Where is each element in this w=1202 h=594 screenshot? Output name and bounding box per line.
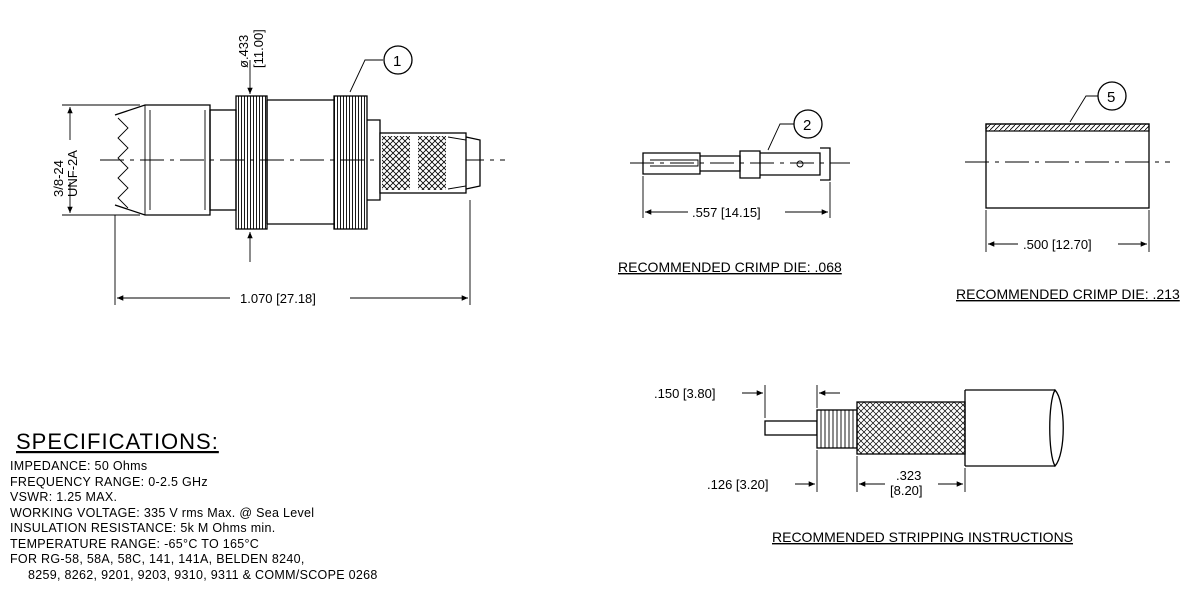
diameter-mm-label: [11.00] [251, 29, 266, 68]
specifications-block: SPECIFICATIONS: IMPEDANCE: 50 Ohms FREQU… [10, 429, 378, 582]
spec-line: IMPEDANCE: 50 Ohms [10, 459, 147, 473]
stripping-view [742, 385, 1064, 492]
balloon-2-label: 2 [803, 117, 811, 134]
spec-line: INSULATION RESISTANCE: 5k M Ohms min. [10, 521, 276, 535]
jacket [964, 389, 1055, 467]
thread-label-2: UNF-2A [65, 150, 80, 197]
spec-line: TEMPERATURE RANGE: -65°C TO 165°C [10, 537, 259, 551]
pin-crimp-barrel [760, 152, 821, 176]
connector-body [266, 99, 334, 225]
spec-line: 8259, 8262, 9201, 9203, 9310, 9311 & COM… [28, 568, 378, 582]
strip-dim-c-mm-label: [8.20] [890, 483, 923, 498]
ferrule-body [985, 123, 1150, 209]
spec-line: WORKING VOLTAGE: 335 V rms Max. @ Sea Le… [10, 506, 314, 520]
knurled-nut [235, 95, 268, 230]
balloon-1 [383, 45, 413, 75]
braid [856, 401, 966, 455]
spec-line: VSWR: 1.25 MAX. [10, 490, 117, 504]
balloon-5-label: 5 [1107, 89, 1115, 106]
strip-dim-b-label: .126 [3.20] [707, 477, 768, 492]
spec-title: SPECIFICATIONS: [16, 429, 219, 454]
balloon-5 [1097, 81, 1127, 111]
pin-crimp-caption: RECOMMENDED CRIMP DIE: .068 [618, 259, 842, 275]
center-conductor [764, 420, 818, 436]
stripping-caption: RECOMMENDED STRIPPING INSTRUCTIONS [772, 529, 1073, 545]
spec-line: FREQUENCY RANGE: 0-2.5 GHz [10, 475, 208, 489]
thread-label-1: 3/8-24 [51, 160, 66, 197]
pin-view [630, 109, 850, 218]
strip-dim-c-label: .323 [896, 468, 921, 483]
balloon-1-label: 1 [393, 53, 401, 70]
ferrule-crimp-caption: RECOMMENDED CRIMP DIE: .213 [956, 286, 1180, 302]
ferrule-view [965, 81, 1170, 252]
balloon-2 [793, 109, 823, 139]
ferrule-wall [985, 123, 1150, 132]
diameter-label: ø.433 [236, 35, 251, 68]
overall-length-label: 1.070 [27.18] [240, 291, 316, 306]
pin-tip [642, 152, 701, 175]
spec-line: FOR RG-58, 58A, 58C, 141, 141A, BELDEN 8… [10, 552, 305, 566]
thread-profile [117, 117, 129, 209]
strip-dim-a-label: .150 [3.80] [654, 386, 715, 401]
ferrule-length-label: .500 [12.70] [1023, 237, 1092, 252]
connector-view [62, 45, 505, 305]
pin-length-label: .557 [14.15] [692, 205, 761, 220]
knurled-ring [333, 95, 368, 230]
